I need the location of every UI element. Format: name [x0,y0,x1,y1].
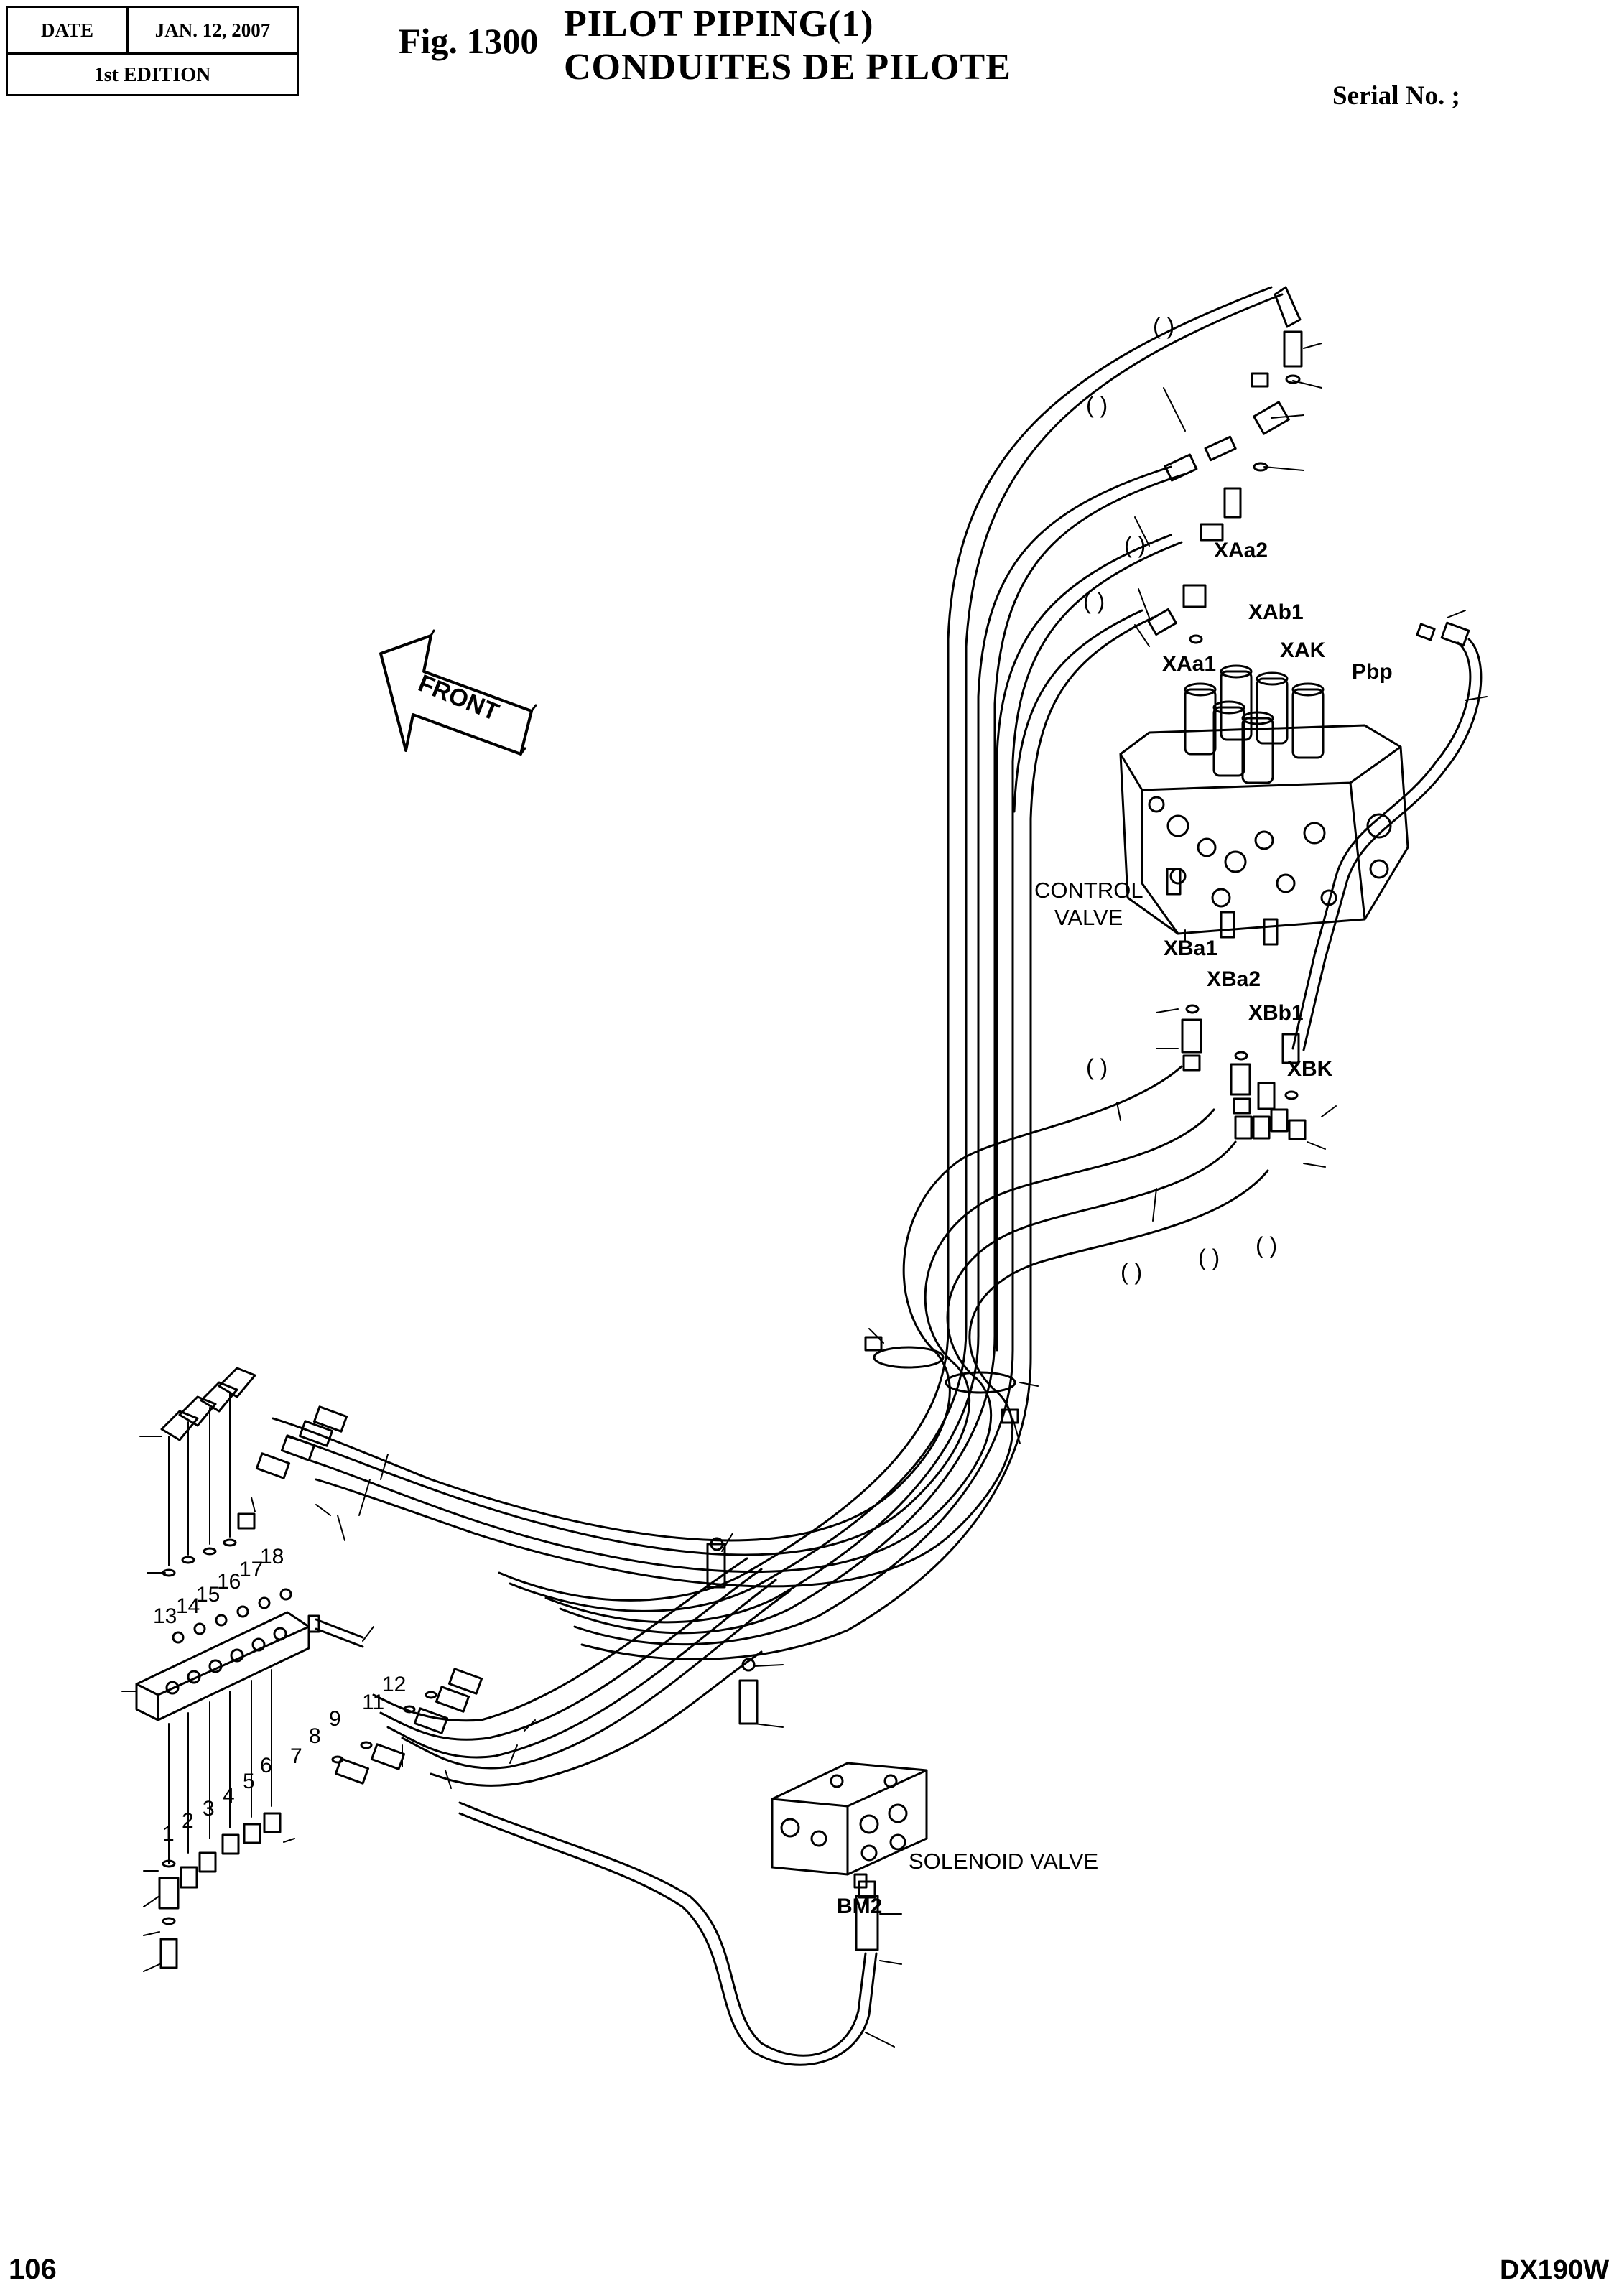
callout-paren-1: ( ) [1153,313,1174,339]
page-number: 106 [9,2254,57,2285]
serial-number: Serial No. ; [1332,81,1460,111]
pipe-bundle-main [498,286,1284,1660]
header-info-box: DATE JAN. 12, 2007 1st EDITION [6,6,299,96]
port-xba1: XBa1 [1164,936,1217,960]
callout-paren-8: ( ) [1256,1232,1277,1258]
control-valve-label-2: VALVE [1054,905,1123,930]
front-label: FRONT [414,669,503,726]
callout-17: 17 [239,1558,263,1581]
callout-15: 15 [196,1583,220,1607]
title-english: PILOT PIPING(1) [564,4,874,45]
title-french: CONDUITES DE PILOTE [564,47,1011,88]
edition-label: 1st EDITION [93,64,211,86]
callout-5: 5 [243,1770,255,1793]
callout-16: 16 [217,1570,241,1594]
callout-paren-2: ( ) [1086,392,1108,418]
upper-left-fittings [160,1367,348,1577]
port-xbk: XBK [1287,1057,1333,1081]
top-fittings [1147,286,1303,644]
port-xaa2: XAa2 [1214,539,1268,562]
pipe-clamps [706,1336,1019,1725]
callout-paren-7: ( ) [1198,1245,1220,1270]
callout-2: 2 [182,1809,194,1833]
port-xab1: XAb1 [1248,600,1304,624]
callout-9: 9 [329,1707,341,1731]
callout-4: 4 [223,1784,235,1808]
hose-bm2 [458,1801,879,2066]
date-label: DATE [8,8,129,52]
port-bm2: BM2 [837,1895,882,1918]
port-pbp: Pbp [1352,660,1393,684]
callout-13: 13 [153,1604,177,1628]
callout-6: 6 [260,1754,272,1777]
callout-1: 1 [162,1822,175,1846]
callout-paren-3: ( ) [1124,532,1146,558]
pbp-hose [1291,621,1483,1051]
model-number: DX190W [1500,2255,1610,2285]
figure-number: Fig. 1300 [399,21,539,61]
callout-14: 14 [176,1594,200,1618]
port-xbb1: XBb1 [1248,1001,1304,1025]
xb-fittings [1181,1004,1307,1140]
solenoid-valve [771,1762,928,1889]
date-value: JAN. 12, 2007 [154,19,271,41]
callout-18: 18 [260,1545,284,1568]
front-arrow [379,629,537,756]
lower-left-fittings [158,1668,483,1969]
callout-3: 3 [203,1797,215,1821]
port-xak: XAK [1280,638,1326,662]
callout-7: 7 [290,1744,302,1768]
callout-8: 8 [309,1724,321,1748]
solenoid-valve-label: SOLENOID VALVE [909,1849,1098,1874]
callout-12: 12 [382,1673,406,1696]
callout-11: 11 [362,1691,384,1714]
junction-block [135,1588,364,1721]
control-valve-label-1: CONTROL [1034,878,1143,903]
leader-lines [121,343,1488,2048]
callout-paren-4: ( ) [1083,588,1105,614]
port-xaa1: XAa1 [1162,652,1216,676]
port-xba2: XBa2 [1207,967,1261,991]
pipe-bundle-lower [272,1065,1269,1588]
control-valve [1119,664,1409,946]
pipes-lower-left [372,1557,792,1787]
header-date-row: DATE JAN. 12, 2007 [8,8,297,55]
callout-paren-6: ( ) [1121,1259,1142,1285]
callout-paren-5: ( ) [1086,1054,1108,1080]
